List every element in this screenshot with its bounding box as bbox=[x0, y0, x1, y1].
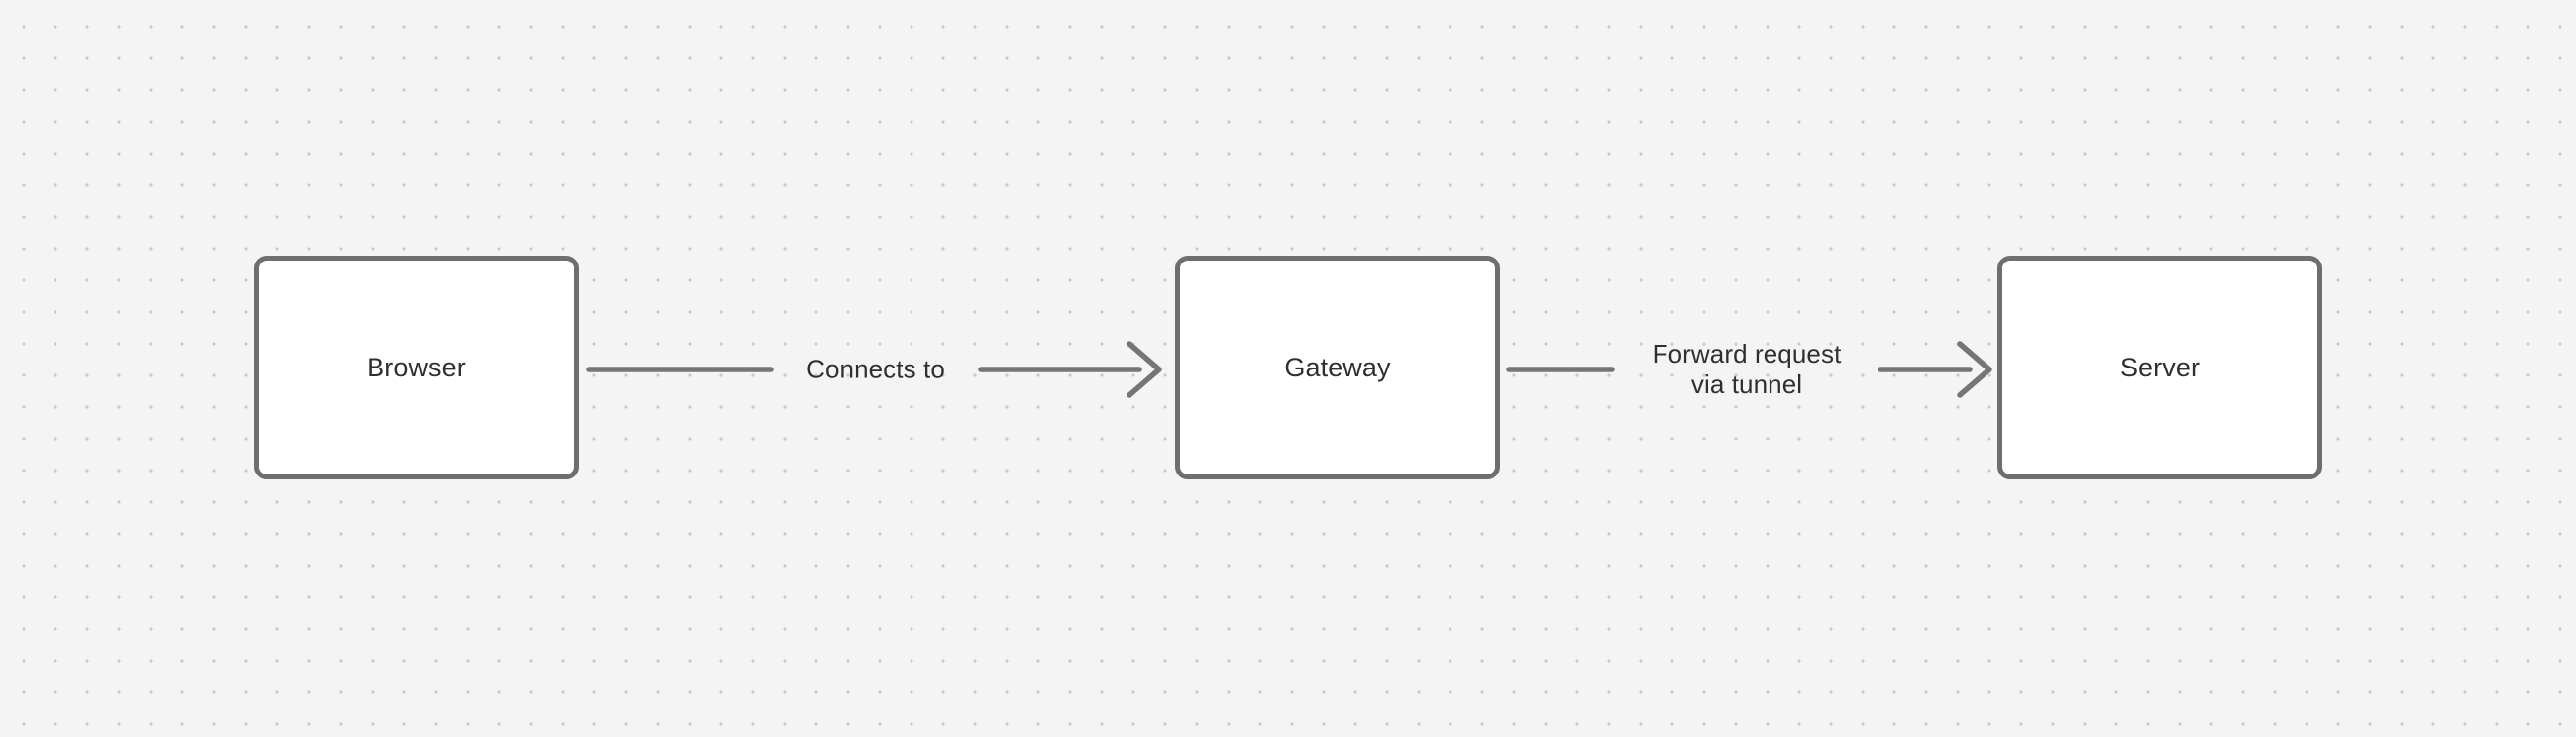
node-server[interactable]: Server bbox=[1997, 256, 2322, 479]
edge-label-forward-request-via-tunnel: Forward request via tunnel bbox=[1652, 339, 1842, 399]
node-browser[interactable]: Browser bbox=[254, 256, 579, 479]
node-server-label: Server bbox=[2119, 352, 2200, 382]
node-gateway-label: Gateway bbox=[1284, 352, 1391, 382]
edge-1-arrowhead-icon bbox=[1127, 341, 1162, 398]
edge-label-connects-to: Connects to bbox=[806, 354, 945, 384]
node-gateway[interactable]: Gateway bbox=[1175, 256, 1500, 479]
node-browser-label: Browser bbox=[367, 352, 466, 382]
edge-2-arrowhead-icon bbox=[1957, 341, 1992, 398]
